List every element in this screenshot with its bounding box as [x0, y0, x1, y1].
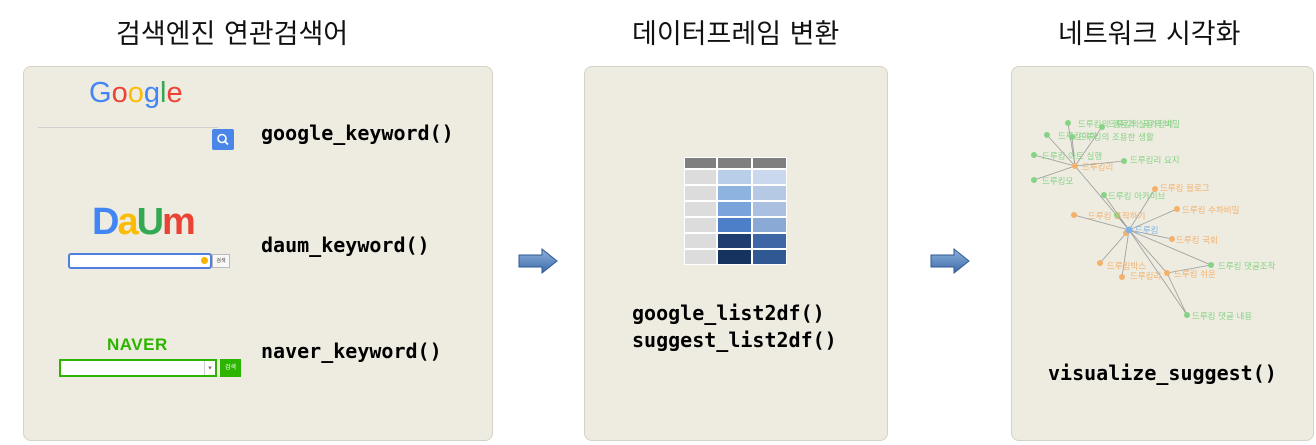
network-edge — [1073, 214, 1130, 231]
network-node-label: 드루킹리 — [1130, 271, 1161, 282]
table-icon — [684, 157, 787, 265]
network-node — [1152, 186, 1158, 192]
network-node — [1072, 163, 1078, 169]
network-node-label: 드루킹 댓글 내용 — [1192, 311, 1252, 322]
network-node — [1071, 212, 1077, 218]
google-keyword-function: google_keyword() — [261, 121, 454, 145]
network-node — [1114, 212, 1120, 218]
arrow-icon — [930, 248, 970, 274]
network-edge — [1074, 165, 1130, 231]
daum-search-input[interactable] — [68, 253, 212, 269]
network-edge — [1074, 160, 1125, 167]
network-node-label: 드루킹의 국가정치 — [1108, 119, 1173, 130]
naver-search-input[interactable]: ▾ — [59, 359, 217, 377]
network-node-label: 드루킹박스 — [1107, 261, 1146, 272]
network-center-node — [1125, 226, 1133, 234]
network-edge — [1166, 264, 1212, 274]
network-node-label: 드루킹 블로그 — [1160, 183, 1210, 194]
google-search-button[interactable] — [212, 129, 234, 150]
visualize-suggest-function: visualize_suggest() — [1048, 361, 1277, 385]
network-node-label: 드루킹 쉬운 — [1174, 269, 1216, 280]
network-edge — [1128, 188, 1156, 231]
network-node-label: 드루킹 수하비밀 — [1182, 205, 1239, 216]
search-icon — [217, 133, 229, 146]
network-node — [1184, 312, 1190, 318]
network-node — [1097, 260, 1103, 266]
network-node — [1164, 270, 1170, 276]
daum-search-button[interactable]: 검색 — [212, 254, 230, 268]
suggest-list2df-function: suggest_list2df() — [632, 328, 837, 352]
network-edge — [1121, 229, 1130, 278]
network-node — [1174, 206, 1180, 212]
network-node — [1169, 236, 1175, 242]
network-node-label: 드루킹 댓글조작 — [1218, 261, 1276, 272]
naver-keyword-function: naver_keyword() — [261, 339, 442, 363]
network-node — [1031, 177, 1037, 183]
network-node-label: 드루킹의 행동과 실용의 비밀 — [1078, 119, 1180, 130]
google-search-line — [38, 127, 218, 128]
naver-search-button[interactable]: 검색 — [220, 359, 241, 377]
network-edge — [1128, 229, 1212, 266]
network-edge — [1128, 229, 1173, 240]
search-engine-title: 검색엔진 연관검색어 — [116, 19, 349, 50]
network-node-label: 드루킹모 — [1042, 176, 1073, 187]
network-node — [1208, 262, 1214, 268]
network-node-label: 드루킹 아카이브 — [1108, 191, 1166, 202]
network-node — [1044, 132, 1050, 138]
network-title: 네트워크 시각화 — [1058, 19, 1241, 50]
network-node — [1099, 124, 1105, 130]
daum-search-icon — [201, 257, 208, 264]
network-node-label: 드루킹 국회 — [1176, 235, 1218, 246]
network-node-label: 드루킹 조작하기 — [1088, 211, 1145, 222]
chevron-down-icon: ▾ — [204, 361, 215, 375]
network-node — [1069, 134, 1075, 140]
network-node-label: 드루킹리 요지 — [1130, 155, 1180, 166]
naver-logo: NAVER — [107, 335, 168, 354]
network-edge — [1071, 136, 1076, 167]
dataframe-panel: google_list2df() suggest_list2df() — [584, 66, 888, 441]
network-node — [1121, 158, 1127, 164]
network-node-label: 드루킹이여 — [1058, 131, 1097, 142]
network-edge — [1128, 229, 1168, 274]
network-node — [1101, 192, 1107, 198]
arrow-icon — [518, 248, 558, 274]
network-edge — [1128, 229, 1188, 316]
network-center-label: 드루킹 — [1135, 225, 1158, 236]
network-node-label: 드루킹의 조용한 생활 — [1078, 132, 1154, 143]
network-node-label: 드루킹리 — [1082, 162, 1113, 173]
network-edge — [1067, 122, 1076, 167]
network-edge — [1033, 165, 1076, 181]
network-edge — [1033, 154, 1076, 167]
network-edge — [1046, 134, 1076, 167]
search-engine-panel: Google google_keyword() DaUm 검색 daum_key… — [23, 66, 493, 441]
daum-logo: DaUm — [92, 201, 196, 243]
google-logo: Google — [89, 77, 183, 109]
google-list2df-function: google_list2df() — [632, 301, 825, 325]
network-node — [1031, 152, 1037, 158]
network-edge — [1099, 229, 1130, 264]
daum-keyword-function: daum_keyword() — [261, 233, 430, 257]
network-edge — [1128, 208, 1178, 231]
network-edge — [1166, 272, 1188, 316]
network-node — [1065, 120, 1071, 126]
network-node-label: 드루킹 아트 실행 — [1042, 151, 1102, 162]
dataframe-title: 데이터프레임 변환 — [632, 19, 840, 50]
network-edge — [1074, 126, 1103, 167]
network-node — [1119, 274, 1125, 280]
